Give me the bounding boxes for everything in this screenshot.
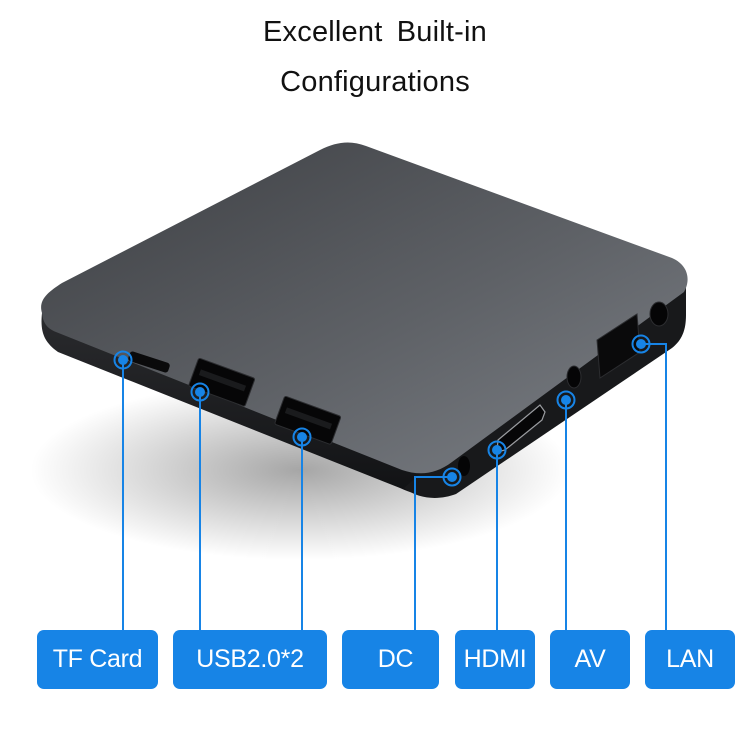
headline-line-1: Excellent Built-in [263, 16, 487, 48]
device-top [41, 142, 688, 474]
aux-jack [649, 301, 669, 327]
label-av: AV [550, 630, 630, 689]
label-tf-card: TF Card [37, 630, 158, 689]
dc-jack [458, 456, 470, 476]
label-usb: USB2.0*2 [173, 630, 327, 689]
av-jack [566, 365, 582, 389]
callout-markers [113, 334, 651, 487]
label-hdmi: HDMI [455, 630, 535, 689]
label-lan: LAN [645, 630, 735, 689]
label-dc: DC [342, 630, 439, 689]
usb-port-1 [188, 357, 256, 407]
headline-line-2: Configurations [280, 66, 470, 98]
tf-card-slot [128, 351, 170, 373]
